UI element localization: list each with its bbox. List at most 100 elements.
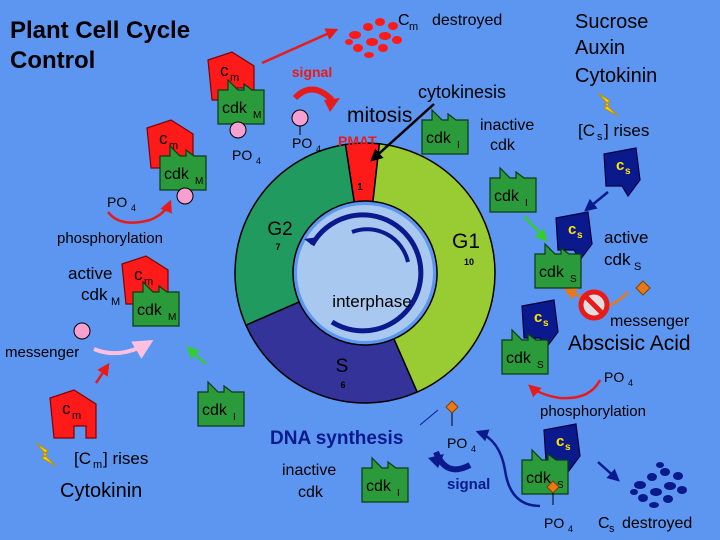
po4-top-po: PO [292, 135, 312, 151]
cyclin-s-active-text: c [568, 221, 576, 238]
cdk-i-left-text: cdk [202, 402, 228, 419]
phase-segment-s [244, 300, 419, 404]
cdk-i-bottom-text: cdk [366, 478, 392, 495]
cytokinin-bottom-label: Cytokinin [60, 480, 142, 502]
cdk-s-bottom-text: cdk [526, 470, 552, 487]
cdk-m-active-text: cdk [137, 302, 163, 319]
cdk-m-top-shape [217, 78, 265, 125]
inactive-cdk-top-2: cdk [490, 137, 516, 154]
cs-destroyed-c: C [598, 515, 610, 532]
cs-rises-rest: ] rises [604, 121, 649, 140]
cdk-i-left-sub: I [233, 412, 236, 423]
po4-right-sub: 4 [628, 378, 633, 388]
cyclin-m-bottom-left-text: c [62, 399, 71, 418]
interphase-label: interphase [332, 292, 411, 311]
cdk-s-abscisic-text: cdk [506, 350, 532, 367]
arrow-cdk-to-complex [523, 215, 548, 242]
signal-bottom-label: signal [447, 476, 490, 493]
arrow-cs-to-complex [584, 191, 609, 212]
lightning-bottom-icon [35, 442, 57, 467]
lightning-top-icon [597, 92, 619, 117]
cyclin-s-bottom-text: c [556, 433, 564, 450]
cdk-s-abscisic-sub: S [537, 360, 544, 371]
phase-g1-label: G1 [452, 230, 480, 253]
messenger-left-dot [73, 322, 91, 340]
cdk-i-right-shape [489, 166, 537, 213]
po4-top2-po: PO [232, 147, 252, 163]
cdk-i-top-text: cdk [426, 130, 452, 147]
phosphate-cdkm-top [229, 121, 247, 139]
arrow-signal-bottom [475, 429, 541, 508]
phase-segment-g1 [372, 142, 496, 394]
cyclin-m-top-text: c [220, 61, 229, 80]
inactive-cdk-bottom-2: cdk [298, 484, 324, 501]
active-cdks-2: cdk [604, 250, 631, 269]
messenger-right-label: messenger [610, 313, 690, 330]
messenger-left-label: messenger [5, 344, 79, 361]
cdk-i-top-sub: I [457, 140, 460, 151]
messenger-s-diamond-mid [445, 400, 459, 414]
interphase-arc-outer [309, 212, 424, 334]
po4-top-sub: 4 [316, 144, 321, 154]
phase-g1-count: 10 [464, 257, 474, 267]
cm-rises-rest: ] rises [103, 449, 148, 468]
phase-g2-label: G2 [267, 219, 292, 240]
signal-bottom-arrow-head [428, 454, 444, 468]
cyclin-s-abscisic-sub: s [543, 318, 549, 329]
arrow-phosphorylation-left [107, 199, 172, 224]
cm-destroyed-rest: destroyed [432, 12, 502, 29]
cdk-i-bottom-shape [361, 456, 409, 503]
po4-left-po: PO [107, 194, 127, 210]
cs-destroyed-rest: destroyed [622, 515, 692, 532]
interphase-arc-head [304, 237, 319, 245]
phase-segment-g2 [234, 143, 356, 327]
po4-mid-sub: 4 [471, 444, 476, 454]
cm-destroyed-sub: m [409, 21, 418, 33]
cyclin-m-active-sub: m [144, 276, 153, 288]
cyclin-m-top-sub: m [230, 72, 239, 84]
cyclin-s-abscisic-text: c [534, 309, 542, 326]
cm-destroyed-c: C [398, 12, 410, 29]
cs-destroyed-sub: s [609, 523, 615, 535]
phase-s-label: S [336, 356, 349, 377]
cyclin-m-bottom-left-shape [49, 389, 97, 439]
active-cdkm-2: cdk [81, 285, 108, 304]
cdk-s-bottom-sub: S [557, 480, 564, 491]
cs-destroyed-fragments [630, 462, 687, 508]
cdk-i-left-shape [197, 380, 245, 427]
po4-right-po: PO [604, 369, 624, 385]
cyclin-m-active-text: c [134, 265, 143, 284]
arrow-cytokinesis [370, 103, 435, 162]
po4-mid-po: PO [447, 435, 467, 451]
arrow-phosphorylation-right [528, 379, 602, 400]
cyclin-m-upper-left-text: c [159, 129, 168, 148]
signal-top-label: signal [292, 64, 332, 80]
cdk-s-active-shape [534, 242, 582, 289]
arrow-to-cs-destroyed [597, 461, 620, 482]
cdk-i-right-sub: I [525, 198, 528, 209]
phosphate-top [291, 109, 309, 127]
cdk-m-top-text: cdk [222, 100, 248, 117]
po4-left-sub: 4 [131, 203, 136, 213]
cyclin-s-top-right-sub: s [625, 166, 631, 177]
active-cdks-sub: S [634, 261, 641, 273]
cdk-m-upper-left-text: cdk [164, 166, 190, 183]
cyclin-m-upper-left-sub: m [169, 140, 178, 152]
cyclin-s-top-right-shape [603, 147, 641, 198]
cs-rises-c: [C [578, 121, 595, 140]
cdk-s-active-text: cdk [539, 264, 565, 281]
phosphate-cdkm-upper-left [176, 187, 194, 205]
cell-cycle-ring [234, 142, 496, 404]
po4-top2-sub: 4 [256, 156, 261, 166]
